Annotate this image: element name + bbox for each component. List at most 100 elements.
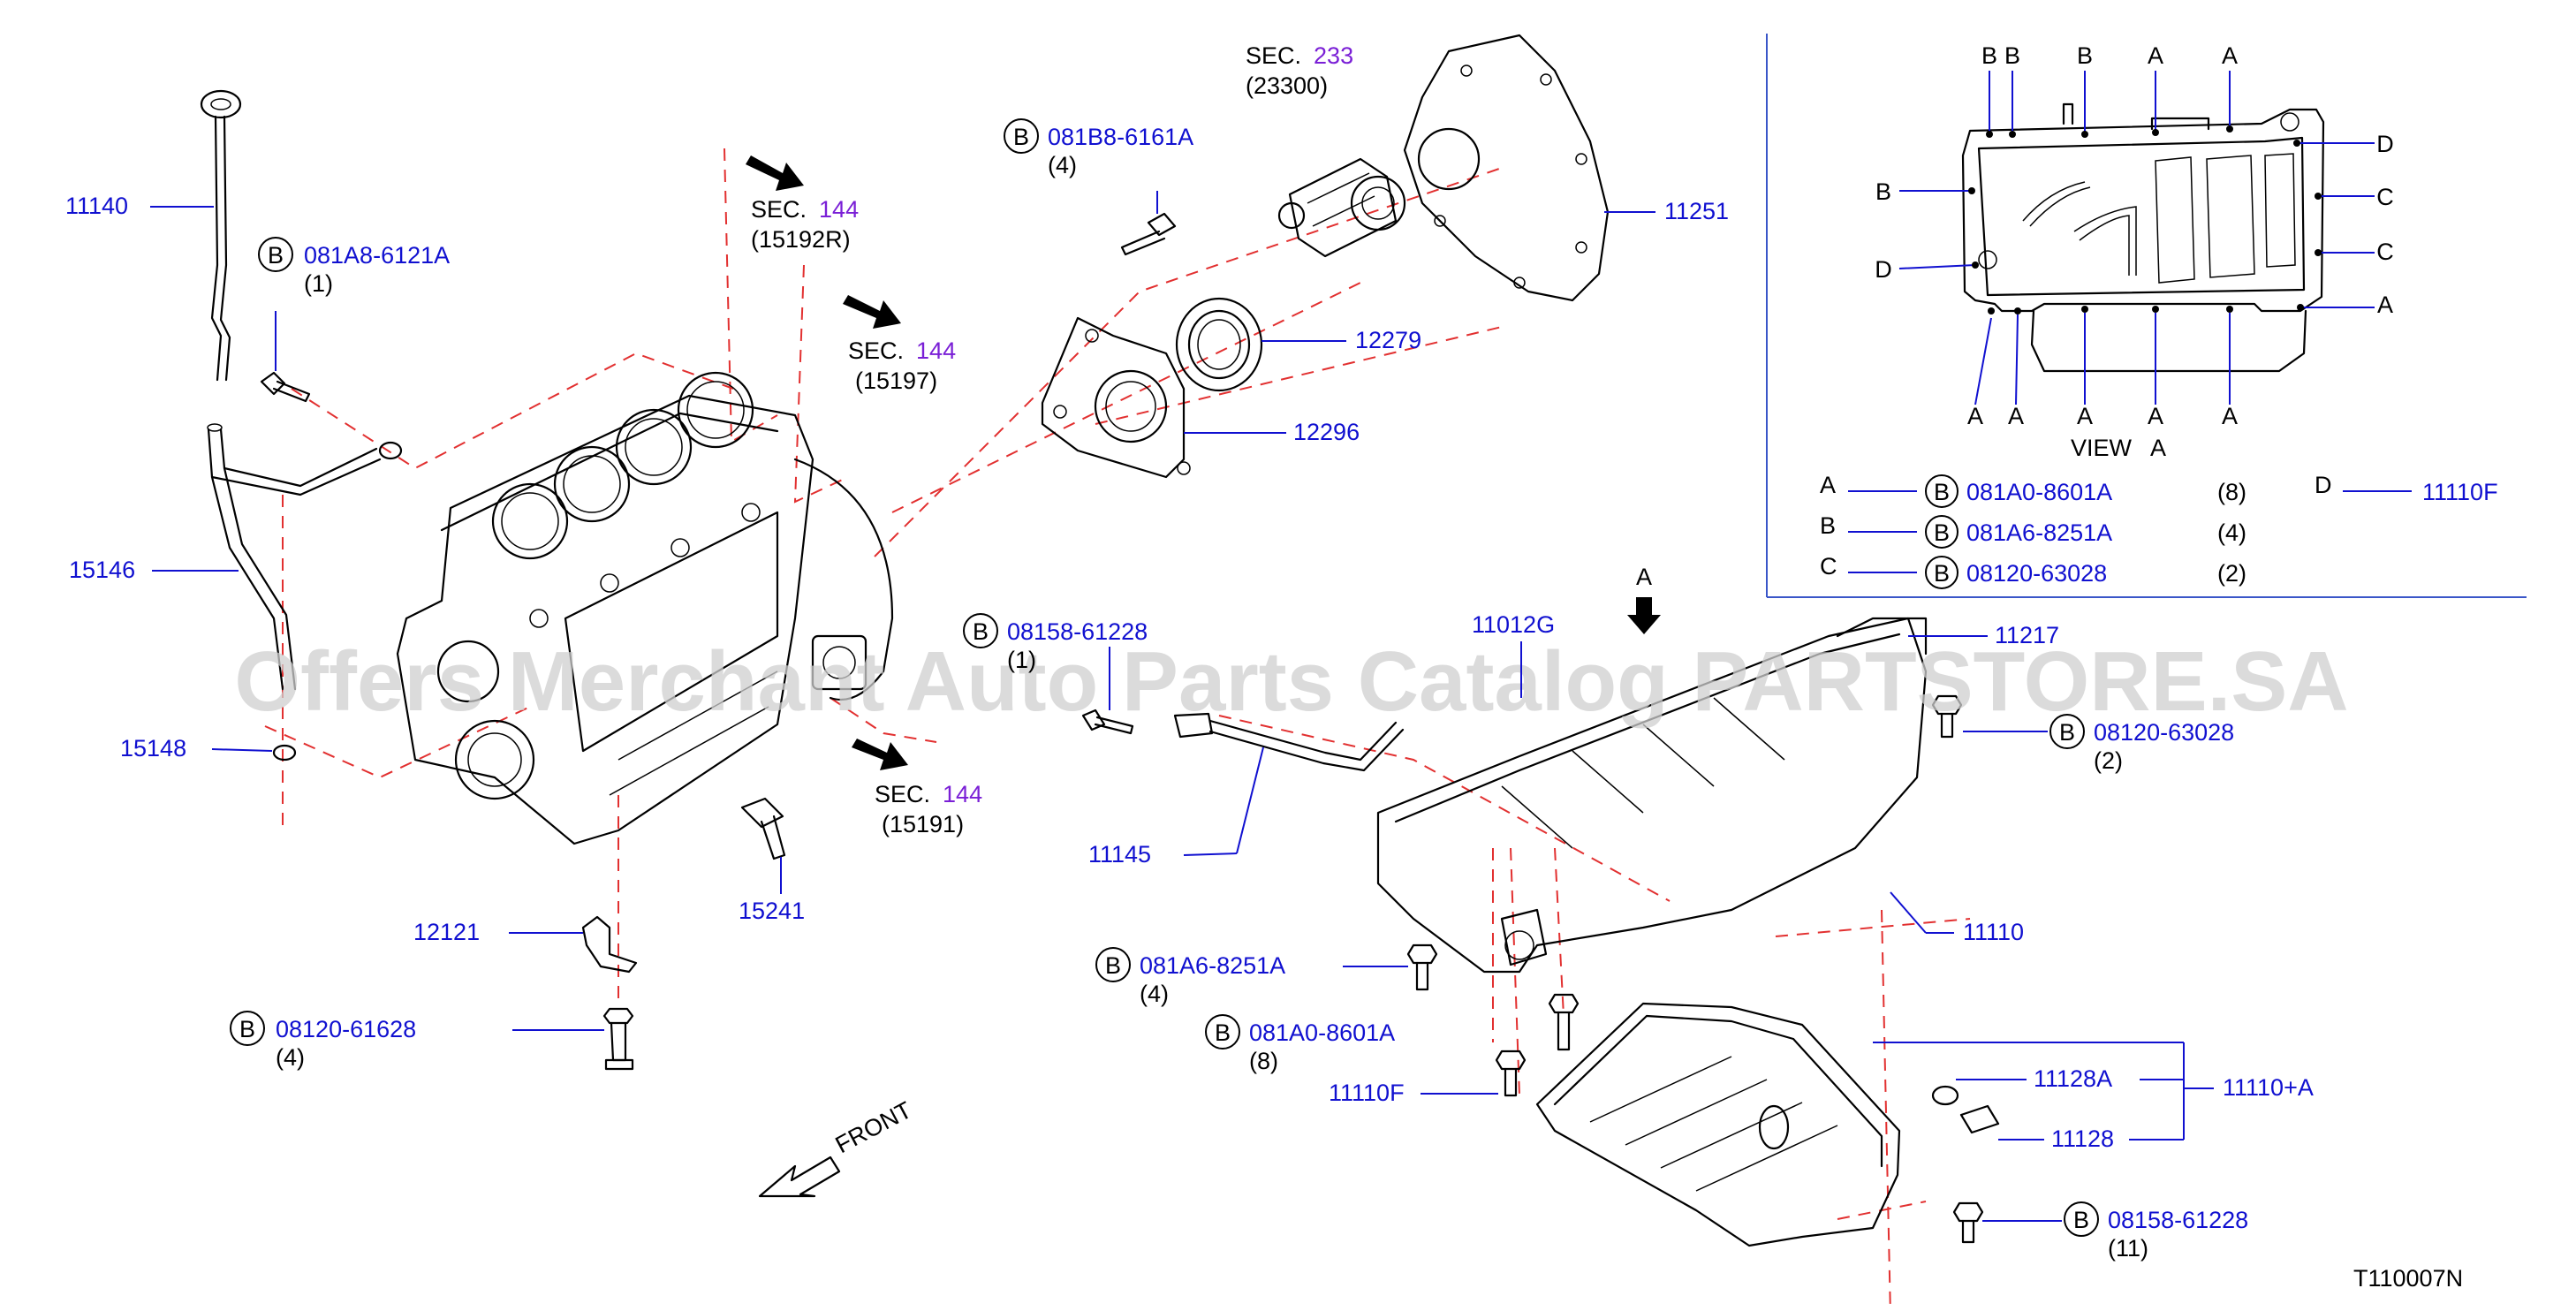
bolt-callout-081a0-8601a: B 081A0-8601A (8): [1205, 1014, 1395, 1074]
bolt-callout-081b8-6161a: B 081B8-6161A (4): [1004, 118, 1193, 214]
svg-text:B: B: [1934, 560, 1950, 587]
sec-233-ref: (23300): [1246, 72, 1328, 99]
o-ring: [272, 744, 297, 762]
inset-letter-right: A: [2377, 292, 2393, 318]
legend-key-c: C: [1820, 553, 1837, 580]
inset-letter-top: B: [2004, 42, 2020, 69]
pan-bolts: [1406, 694, 2000, 1244]
svg-text:B: B: [973, 618, 989, 645]
inset-letter-bottom: A: [2077, 403, 2093, 429]
view-a-callout-letters: B B B A A B D D C C A A A A A A: [1875, 42, 2394, 429]
part-11110-plus-a: 11110+A: [2223, 1074, 2314, 1101]
sec-144-a-ref: (15192R): [751, 226, 851, 253]
cylinder-block: [396, 371, 894, 845]
bolt-08120-61628-shape: [602, 1007, 634, 1071]
part-11110: 11110: [1963, 919, 2024, 945]
part-11012G: 11012G: [1472, 611, 1555, 638]
svg-text:B: B: [1215, 1019, 1231, 1046]
view-a-leaders: [1898, 71, 2375, 405]
oil-level-gauge: [200, 89, 242, 382]
inset-letter-bottom: A: [2008, 403, 2024, 429]
svg-text:081A0-8601A: 081A0-8601A: [1249, 1019, 1395, 1046]
bolt-callout-08120-63028: B 08120-63028 (2): [1963, 714, 2234, 774]
svg-text:(1): (1): [1007, 647, 1036, 673]
legend-qty-a: (8): [2217, 479, 2246, 505]
sec-233: SEC.233: [1246, 42, 1353, 69]
inset-letter-top: A: [2148, 42, 2163, 69]
svg-text:B: B: [1934, 519, 1950, 546]
svg-text:08120-63028: 08120-63028: [2094, 719, 2234, 746]
part-15241: 15241: [739, 898, 805, 924]
inset-letter-right: D: [2376, 131, 2394, 157]
legend-part-d: 11110F: [2422, 479, 2498, 505]
sec-144-b-ref: (15197): [855, 368, 937, 394]
starter-motor: [1277, 157, 1406, 258]
svg-text:081A8-6121A: 081A8-6121A: [304, 242, 450, 269]
bolt-15241-shape: [740, 797, 786, 860]
part-11128A: 11128A: [2034, 1065, 2112, 1092]
bolt-081b8-6161a-shape: [1120, 212, 1177, 256]
inset-legend: A B 081A0-8601A (8) B B 081A6-8251A (4) …: [1820, 472, 2498, 589]
inset-letter-left: B: [1875, 178, 1891, 205]
bolt-callout-081a6-8251a: B 081A6-8251A (4): [1095, 947, 1408, 1007]
inset-letter-bottom: A: [1967, 403, 1983, 429]
svg-text:(2): (2): [2094, 747, 2123, 774]
sec-144-b: SEC.144: [848, 337, 956, 364]
svg-text:081A6-8251A: 081A6-8251A: [1140, 952, 1285, 979]
svg-text:B: B: [2073, 1207, 2089, 1233]
svg-text:081B8-6161A: 081B8-6161A: [1048, 124, 1193, 150]
legend-key-d: D: [2315, 472, 2332, 498]
part-15148: 15148: [120, 735, 186, 762]
svg-text:(11): (11): [2108, 1235, 2148, 1262]
part-labels: 11140 15146 15148 12121 15241 11145 1229…: [65, 193, 2314, 1152]
svg-text:(4): (4): [276, 1044, 305, 1071]
legend-qty-b: (4): [2217, 519, 2246, 546]
inset-letter-bottom: A: [2222, 403, 2238, 429]
sec-144-c-ref: (15191): [882, 811, 964, 837]
bolt-callouts: B 081A8-6121A (1) B 081B8-6161A (4) B 08…: [230, 118, 2248, 1262]
inset-letter-top: A: [2222, 42, 2238, 69]
svg-text:B: B: [2059, 719, 2075, 746]
svg-text:08158-61228: 08158-61228: [2108, 1207, 2248, 1233]
legend-qty-c: (2): [2217, 560, 2246, 587]
watermark: Offers Merchant Auto Parts Catalog PARTS…: [234, 634, 2348, 729]
legend-key-b: B: [1820, 512, 1836, 539]
svg-text:(4): (4): [1048, 152, 1077, 178]
bolt-callout-08120-61628: B 08120-61628 (4): [230, 1011, 604, 1071]
lower-cylinder-block: [1376, 617, 1928, 974]
bolt-08158-61228-shape: [1081, 709, 1134, 735]
part-11217: 11217: [1995, 622, 2059, 648]
bolt-callout-08158-61228-single: B 08158-61228 (1): [963, 613, 1148, 710]
inset-letter-right: C: [2376, 239, 2394, 265]
legend-code-a: 081A0-8601A: [1966, 479, 2112, 505]
svg-text:B: B: [1105, 952, 1121, 979]
oil-seal-12279: [1175, 297, 1263, 392]
part-12121: 12121: [413, 919, 480, 945]
part-11251: 11251: [1664, 198, 1729, 224]
part-11128: 11128: [2051, 1125, 2114, 1152]
inset-letter-top: B: [1981, 42, 1997, 69]
inset-letter-left: D: [1875, 256, 1892, 283]
svg-text:(8): (8): [1249, 1048, 1278, 1074]
oil-level-gauge-tube: [1173, 712, 1405, 772]
svg-text:B: B: [1013, 124, 1029, 150]
part-15146: 15146: [69, 557, 135, 583]
sec-arrows: [746, 155, 1661, 770]
figure-code: T110007N: [2353, 1265, 2463, 1292]
svg-text:08158-61228: 08158-61228: [1007, 618, 1148, 645]
svg-text:08120-61628: 08120-61628: [276, 1016, 416, 1042]
sec-144-c: SEC.144: [875, 781, 982, 807]
inset-letter-bottom: A: [2148, 403, 2163, 429]
svg-text:(4): (4): [1140, 981, 1169, 1007]
section-callouts: SEC.233 (23300) SEC.144 (15192R) SEC.144…: [751, 42, 1353, 837]
svg-text:B: B: [239, 1016, 255, 1042]
part-12296: 12296: [1293, 419, 1360, 445]
part-11110F: 11110F: [1329, 1080, 1405, 1106]
bolt-081a8-6121a-shape: [260, 371, 311, 403]
part-11140: 11140: [65, 193, 128, 219]
legend-code-c: 08120-63028: [1966, 560, 2107, 587]
oil-pan-top-view: [1961, 102, 2325, 373]
rear-plate: [1403, 34, 1610, 302]
svg-text:B: B: [1934, 479, 1950, 505]
